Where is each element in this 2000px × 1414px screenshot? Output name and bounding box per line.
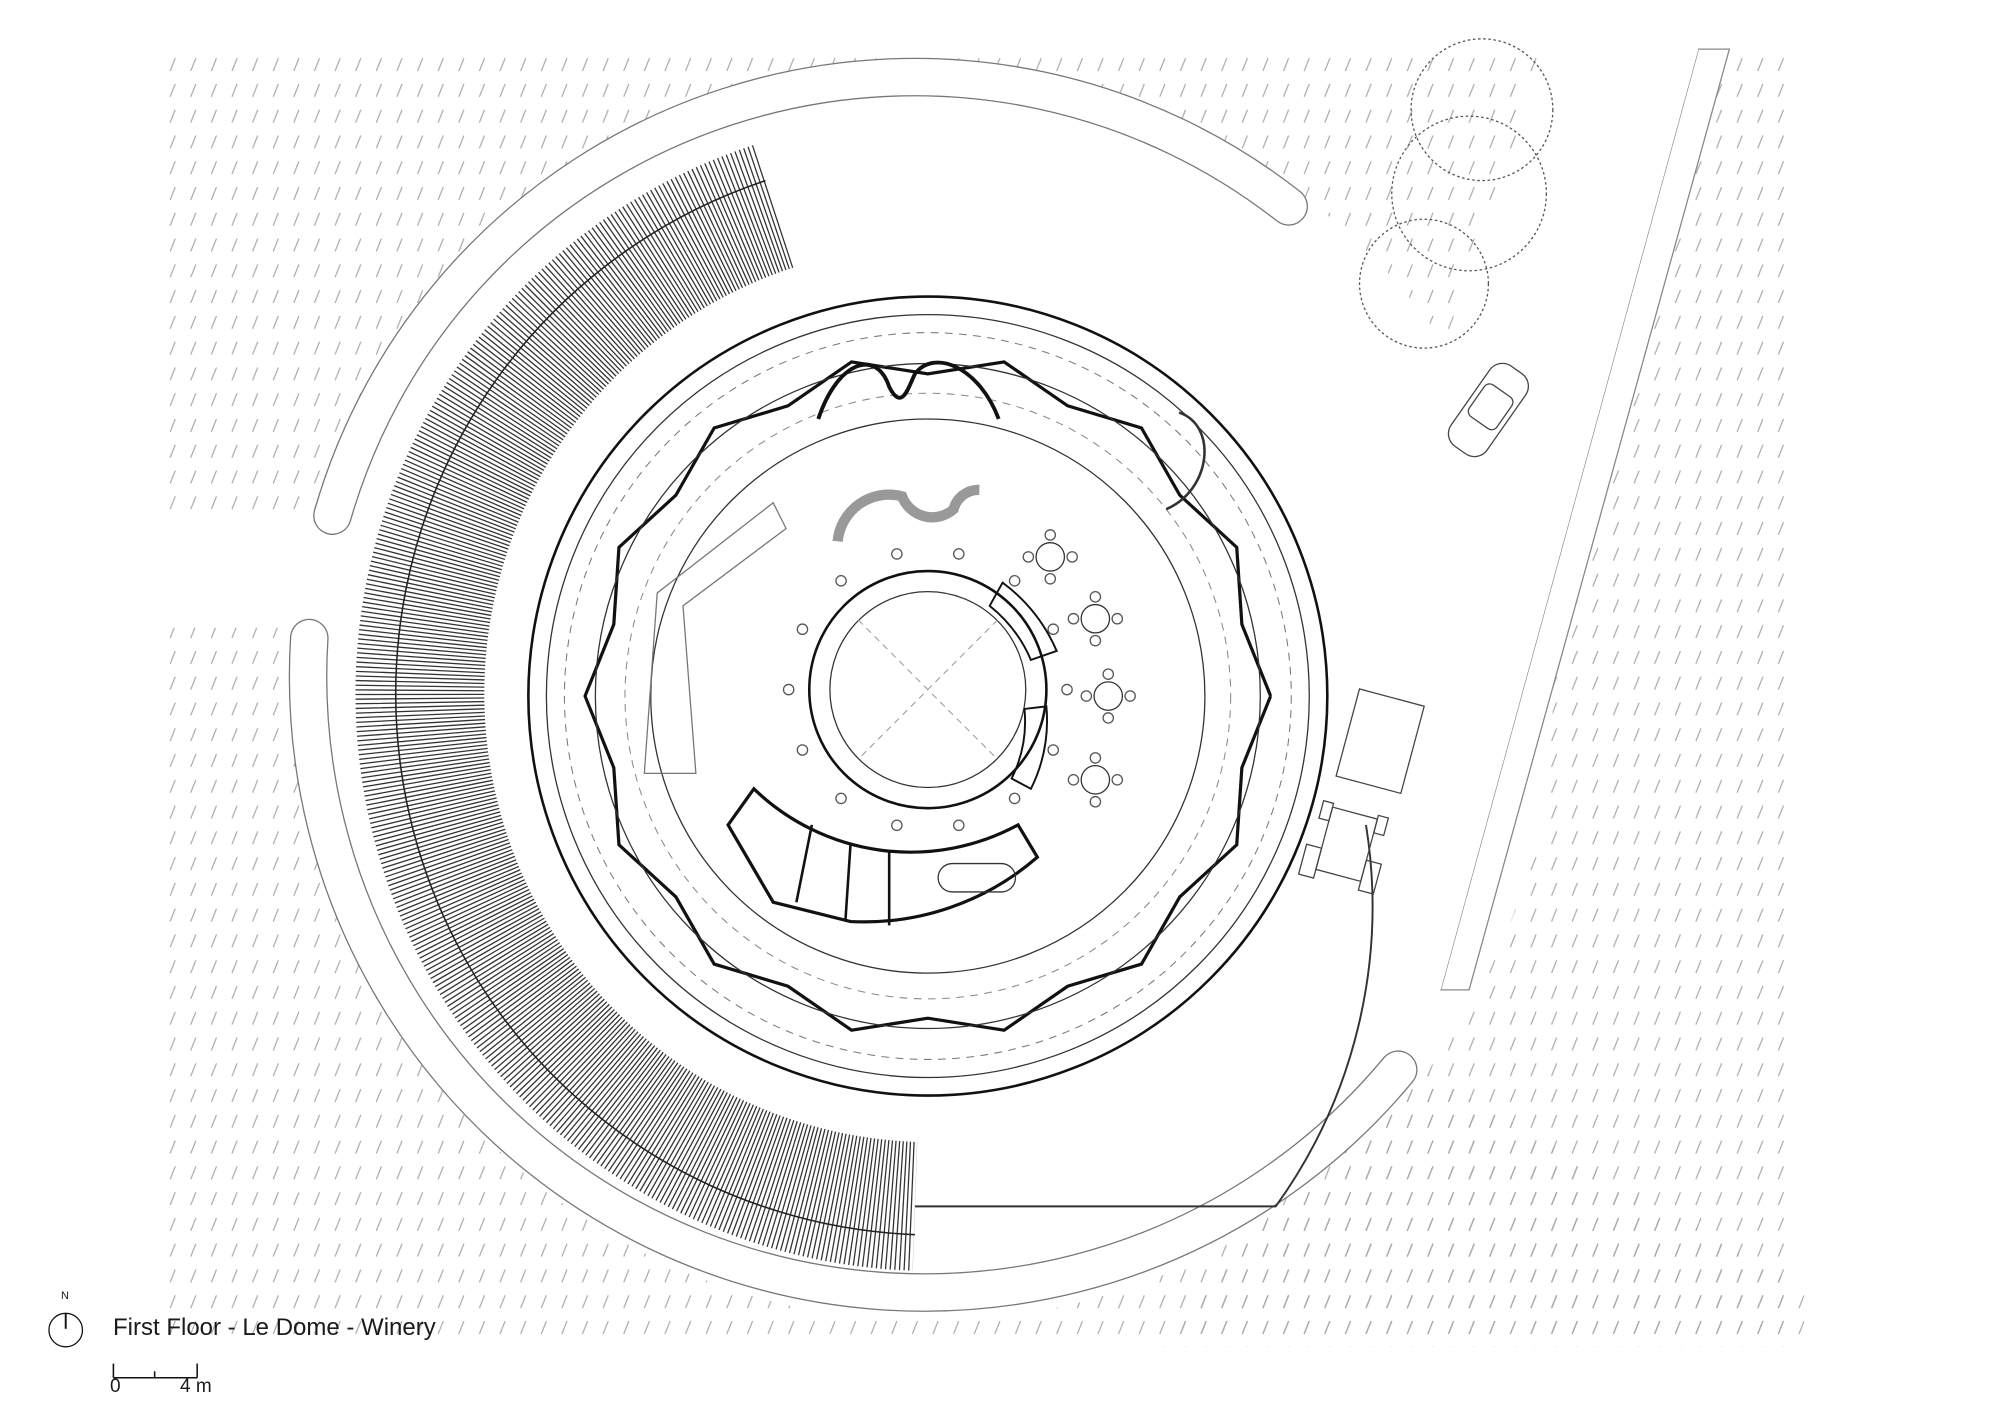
dining-table	[1080, 603, 1111, 634]
dining-chair	[1067, 612, 1080, 625]
right-road-clear	[1340, 49, 1699, 990]
north-arrow-icon	[48, 1312, 84, 1348]
dining-chair	[1022, 551, 1035, 563]
central-court-inner	[829, 591, 1027, 789]
car-icon	[1447, 362, 1530, 458]
wc-partition-1	[795, 824, 814, 903]
dining-chair	[1080, 690, 1093, 702]
scale-start-label: 0	[110, 1376, 121, 1397]
dining-chair	[1089, 795, 1102, 808]
ring-road-bottom-fill	[290, 620, 1417, 1311]
entrance-strip	[167, 522, 477, 628]
wc-partition-2	[844, 844, 852, 922]
interior-ring	[650, 418, 1206, 974]
bar-stool	[1047, 623, 1060, 636]
bar-stool	[1008, 792, 1021, 805]
dining-table	[1080, 764, 1111, 795]
staircase-lower	[1010, 705, 1048, 791]
dining-table	[1093, 681, 1124, 711]
tree-icon	[1358, 38, 1554, 349]
bar-stool	[891, 819, 903, 832]
dining-tables	[1022, 529, 1136, 808]
scale-bar	[112, 1363, 198, 1379]
dining-chair	[1044, 529, 1057, 541]
bar-stool	[1008, 574, 1021, 587]
bar-stool	[782, 683, 795, 696]
bar-stool	[1061, 683, 1073, 696]
dining-chair	[1089, 591, 1102, 603]
dining-chair	[1124, 690, 1136, 702]
ring-road-top-fill	[314, 59, 1307, 534]
dining-chair	[1066, 551, 1078, 563]
access-ramp	[1165, 411, 1206, 511]
dining-chair	[1111, 612, 1124, 625]
dining-chair	[1067, 774, 1080, 786]
bar-stool	[796, 623, 809, 636]
bar-stools	[782, 548, 1073, 832]
dining-chair	[1102, 668, 1115, 680]
bar-stool	[891, 548, 903, 560]
lower-terrace	[914, 824, 1374, 1208]
lounge-seating	[832, 484, 980, 543]
timber-deck	[355, 145, 918, 1271]
bar-stool	[1047, 744, 1060, 756]
circulation-dashed	[624, 392, 1232, 1000]
dining-chair	[1089, 634, 1102, 647]
facade-zigzag-line	[583, 360, 1273, 1032]
tractor-icon	[1297, 799, 1390, 895]
bar-stool	[953, 548, 965, 560]
building-outer-edge	[527, 295, 1329, 1097]
dining-chair	[1089, 752, 1102, 764]
timber-deck-edge	[394, 179, 915, 1236]
north-label: N	[61, 1290, 69, 1302]
bar-stool	[835, 574, 847, 587]
staircase	[988, 581, 1058, 662]
entrance-wave-wall	[816, 360, 1001, 420]
dining-table	[1035, 542, 1066, 572]
trailer-icon	[1335, 688, 1425, 795]
bottom-right-clear	[1159, 1056, 1805, 1347]
office-desks	[643, 501, 787, 775]
bar-stool	[796, 744, 809, 756]
bar-stool	[953, 819, 965, 832]
scale-end-label: 4 m	[180, 1376, 212, 1397]
bar-stool	[835, 792, 847, 805]
court-diagonal-2	[857, 619, 998, 760]
dining-chair	[1044, 572, 1057, 585]
central-court-outer	[807, 569, 1048, 810]
walkway-dashed	[563, 332, 1292, 1060]
dining-chair	[1102, 712, 1115, 724]
dining-chair	[1111, 774, 1124, 786]
meeting-table	[937, 862, 1017, 893]
terrace-edge	[545, 313, 1310, 1079]
drawing-title: First Floor - Le Dome - Winery	[113, 1314, 436, 1341]
